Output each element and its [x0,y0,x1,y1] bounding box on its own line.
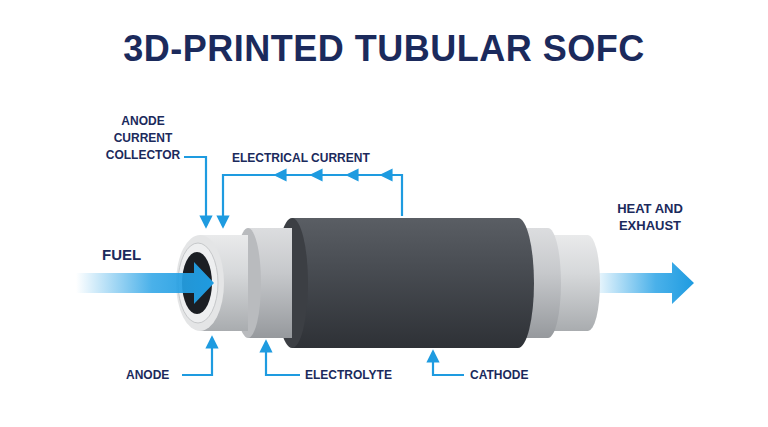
part-label: CATHODE [470,368,550,383]
leader-lines [182,157,464,375]
diagram-title: 3D-PRINTED TUBULAR SOFC [0,28,768,70]
cathode-tube [276,218,534,348]
flow-label: HEAT AND EXHAUST [612,200,688,234]
flow-label: FUEL [102,246,162,264]
exhaust-arrow [598,262,694,304]
fuel-arrow [76,262,214,304]
part-label: ANODE [126,368,180,383]
part-label: ELECTROLYTE [305,368,405,383]
part-label: ANODE CURRENT COLLECTOR [96,113,190,164]
current-label: ELECTRICAL CURRENT [232,151,402,166]
